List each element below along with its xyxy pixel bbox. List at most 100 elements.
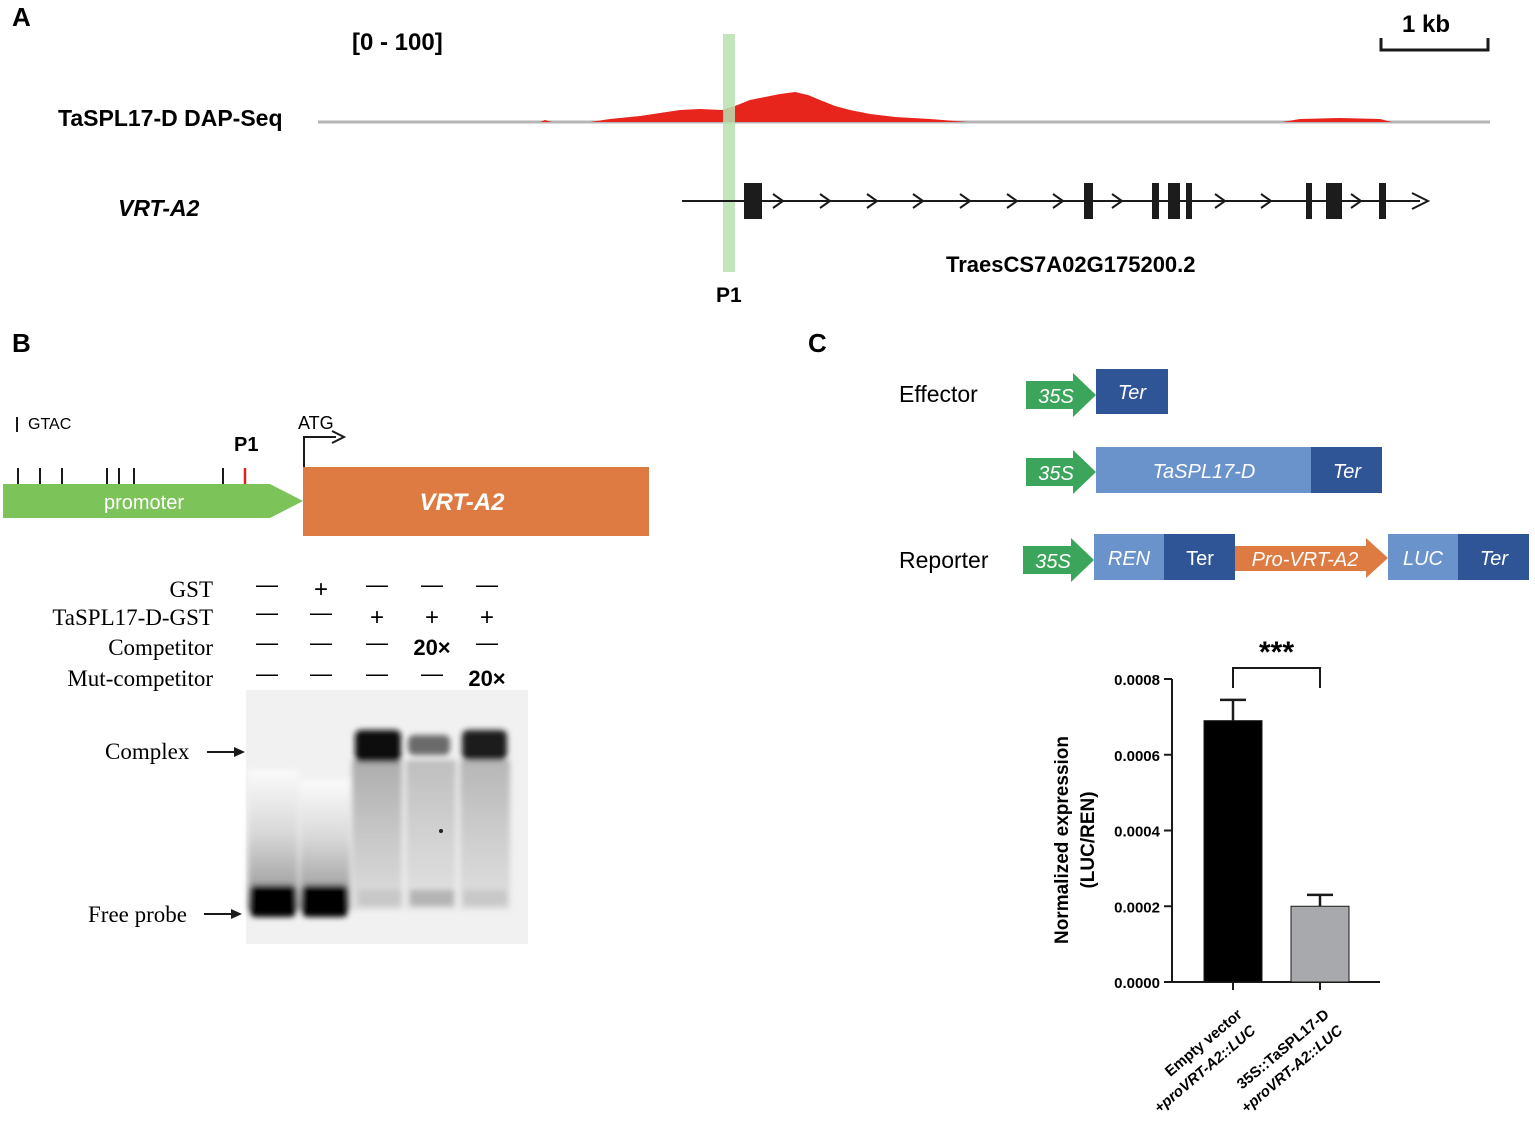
lane-3-complex-band	[355, 730, 401, 762]
effector-label: Effector	[899, 381, 978, 407]
reporter-pro-vrt-a2-arrow	[1235, 538, 1388, 578]
dap-seq-peak-layer	[540, 92, 1392, 122]
emsa-condition-cell: 20×	[413, 635, 450, 660]
luc-ren-bar-chart: 0.00000.00020.00040.00060.0008Normalized…	[1052, 636, 1380, 1117]
reporter-ren-box	[1094, 534, 1164, 580]
panel-b-letter: B	[12, 328, 31, 358]
panel-a: A [0 - 100] 1 kb TaSPL17-D DAP-Seq VRT-A…	[12, 2, 1490, 307]
effector2-35s-promoter	[1026, 450, 1096, 494]
panel-c: C Effector Reporter 35S Ter 35S TaSPL17-…	[808, 328, 1529, 1117]
emsa-condition-cell: —	[310, 630, 332, 655]
motif-legend-label: GTAC	[28, 416, 71, 433]
emsa-condition-cell: —	[366, 630, 388, 655]
emsa-condition-cell: —	[476, 630, 498, 655]
effector2-terminator	[1311, 447, 1382, 493]
emsa-condition-cell: —	[421, 572, 443, 597]
emsa-condition-cell: —	[476, 572, 498, 597]
reporter-luc-label: LUC	[1403, 548, 1444, 570]
reporter-luc-box	[1388, 534, 1458, 580]
reporter-ter1-label: Ter	[1186, 548, 1214, 570]
intron-chevron-icon	[1260, 193, 1273, 209]
exon-block	[1186, 183, 1192, 219]
effector1-terminator	[1096, 369, 1168, 414]
gel-bands	[248, 730, 510, 917]
intron-chevron-icon	[819, 193, 832, 209]
reporter-ren-label: REN	[1108, 548, 1151, 570]
exon-block	[1084, 183, 1093, 219]
exon-block	[1326, 183, 1342, 219]
x-tick-label: 35S::TaSPL17-D+proVRT-A2::LUC	[1224, 1005, 1346, 1116]
emsa-row-label: TaSPL17-D-GST	[52, 605, 213, 630]
lane-2-free-probe-band	[302, 885, 348, 917]
lane-5-free-probe-band	[463, 890, 507, 906]
lane-4-complex-band	[408, 735, 450, 755]
dap-seq-minor-peak	[540, 120, 552, 122]
intron-chevron-icon	[959, 193, 972, 209]
dap-seq-minor-peak	[1282, 118, 1392, 122]
y-tick-label: 0.0000	[1114, 975, 1160, 992]
y-tick-label: 0.0004	[1114, 824, 1161, 841]
intron-chevron-icon	[1052, 193, 1065, 209]
gene-box-label: VRT-A2	[420, 489, 506, 516]
y-tick-label: 0.0006	[1114, 748, 1160, 765]
lane-3-smear	[352, 760, 402, 910]
exon-block	[1306, 183, 1312, 219]
gene-track-label: VRT-A2	[118, 195, 200, 221]
emsa-condition-cell: —	[256, 572, 278, 597]
promoter-arrow	[3, 484, 303, 518]
p1-site-label: P1	[716, 284, 742, 307]
emsa-row-label: Mut-competitor	[67, 666, 213, 691]
tss-arrowhead-icon	[331, 430, 347, 444]
effector2-ter-label: Ter	[1333, 461, 1363, 483]
effector2-gene-label: TaSPL17-D	[1153, 461, 1256, 483]
track-range-label: [0 - 100]	[352, 29, 443, 56]
emsa-row-label: Competitor	[108, 635, 213, 660]
emsa-condition-cell: —	[256, 630, 278, 655]
emsa-condition-cell: —	[366, 661, 388, 686]
intron-chevron-icon	[772, 193, 785, 209]
y-axis-label: Normalized expression(LUC/REN)	[1052, 736, 1099, 944]
emsa-condition-cell: 20×	[468, 666, 505, 691]
complex-band-label: Complex	[105, 739, 190, 764]
emsa-condition-cell: +	[370, 604, 384, 631]
intron-chevron-icon	[1350, 193, 1363, 209]
panel-b: B GTAC P1 ATG promoter VRT-A2 GST—+———Ta…	[3, 328, 649, 944]
exon-layer	[744, 183, 1386, 219]
y-tick-label: 0.0008	[1114, 672, 1160, 689]
free-probe-band-label: Free probe	[88, 902, 187, 927]
emsa-condition-table: GST—+———TaSPL17-D-GST——+++Competitor———2…	[52, 572, 505, 691]
bar	[1203, 720, 1263, 983]
complex-arrowhead-icon	[234, 747, 245, 757]
intron-chevron-icon	[1214, 193, 1227, 209]
reporter-pro-label: Pro-VRT-A2	[1252, 549, 1359, 571]
gel-speck	[439, 829, 443, 833]
panel-a-letter: A	[12, 2, 31, 32]
emsa-condition-cell: +	[480, 604, 494, 631]
emsa-condition-cell: —	[366, 572, 388, 597]
promoter-label: promoter	[104, 492, 184, 514]
panel-c-letter: C	[808, 328, 827, 358]
effector1-35s-promoter	[1026, 373, 1096, 417]
significance-bracket	[1232, 667, 1321, 688]
reporter-35s-label: 35S	[1035, 551, 1071, 573]
start-codon-label: ATG	[298, 413, 334, 433]
exon-block	[1152, 183, 1159, 219]
dap-seq-main-peak	[590, 92, 968, 122]
reporter-ter1-box	[1164, 534, 1235, 580]
intron-chevron-icon	[912, 193, 925, 209]
significance-stars: ***	[1259, 636, 1294, 669]
exon-block	[1379, 183, 1386, 219]
lane-5-complex-band	[462, 730, 507, 760]
emsa-row-label: GST	[170, 577, 213, 602]
free-probe-arrowhead-icon	[231, 909, 242, 919]
effector1-ter-label: Ter	[1118, 382, 1148, 404]
lane-4-smear	[406, 760, 456, 910]
emsa-condition-cell: —	[421, 661, 443, 686]
lane-3-free-probe-band	[358, 890, 402, 906]
motif-site-ticks	[17, 468, 247, 484]
scale-bar-label: 1 kb	[1402, 11, 1450, 38]
lane-5-smear	[460, 760, 510, 910]
effector1-35s-label: 35S	[1038, 386, 1074, 408]
emsa-condition-cell: +	[425, 604, 439, 631]
